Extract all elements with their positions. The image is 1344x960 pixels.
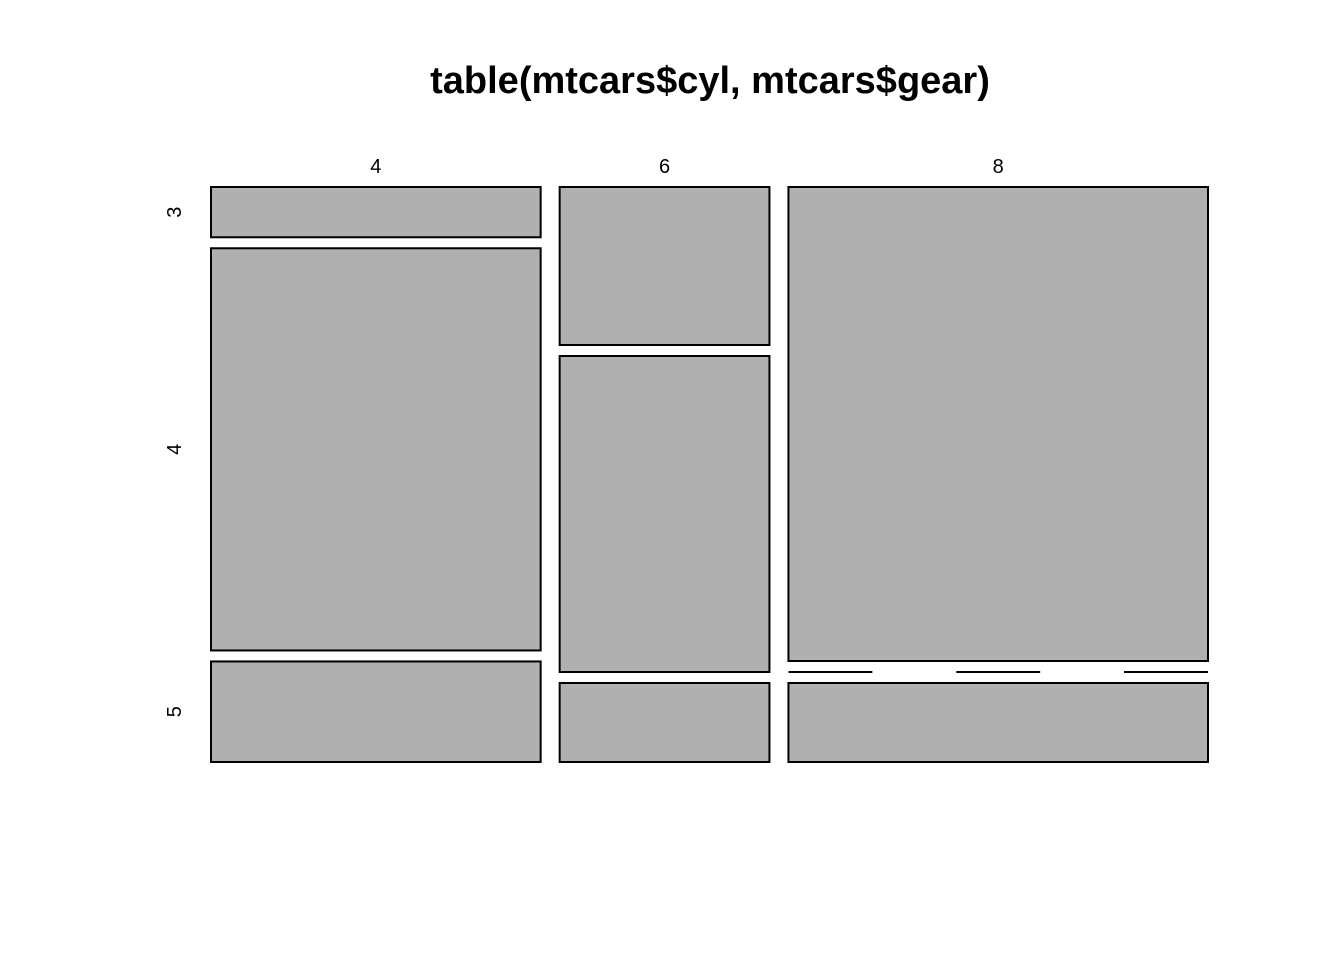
mosaic-tile-cyl6-gear4 xyxy=(558,355,771,673)
mosaic-tile-cyl8-gear5 xyxy=(787,682,1209,763)
y-level-label: 5 xyxy=(164,706,186,717)
mosaic-tile-cyl8-gear3 xyxy=(787,186,1209,662)
mosaic-tile-cyl4-gear3 xyxy=(210,186,542,239)
mosaic-tiles xyxy=(210,186,1209,763)
mosaic-tile-cyl4-gear5 xyxy=(210,660,542,763)
x-level-label: 6 xyxy=(659,156,670,178)
y-axis-labels: 3 4 5 xyxy=(164,207,186,718)
x-axis-labels: 4 6 8 xyxy=(370,156,1004,178)
x-level-label: 8 xyxy=(993,156,1004,178)
x-level-label: 4 xyxy=(370,156,381,178)
mosaic-tile-cyl4-gear4 xyxy=(210,247,542,652)
y-level-label: 3 xyxy=(164,207,186,218)
mosaic-tile-cyl6-gear3 xyxy=(558,186,771,346)
chart-title: table(mtcars$cyl, mtcars$gear) xyxy=(430,60,990,102)
y-level-label: 4 xyxy=(164,444,186,455)
mosaic-tile-cyl6-gear5 xyxy=(558,682,771,763)
